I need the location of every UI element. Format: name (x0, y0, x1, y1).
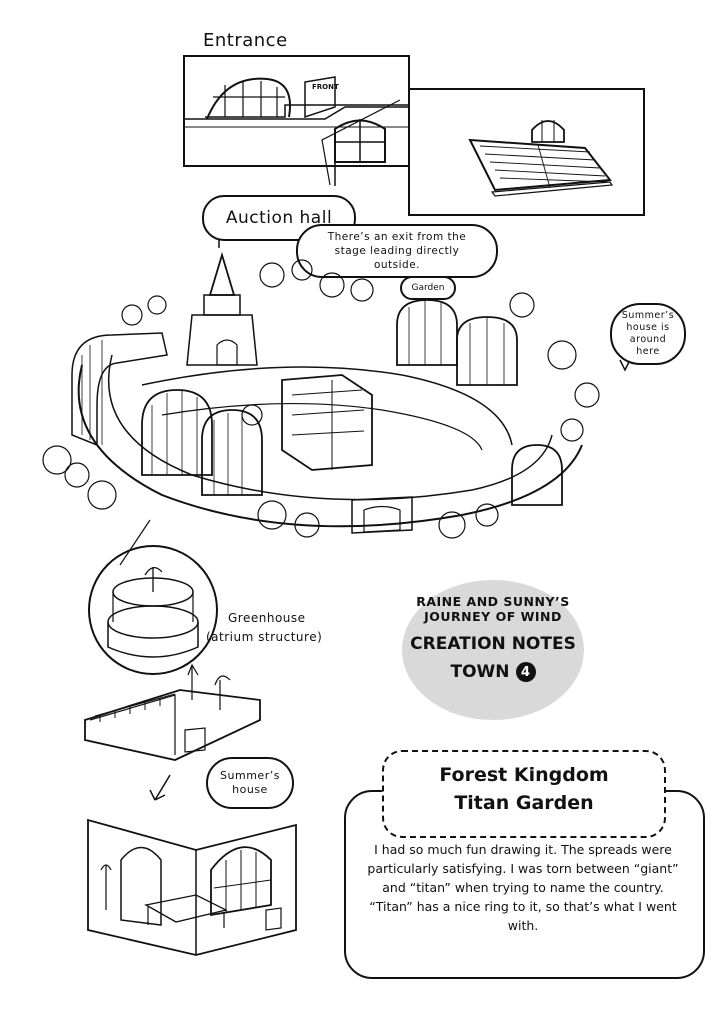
stage-sketch (468, 120, 614, 197)
greenhouse-sub-label: (atrium structure) (206, 630, 323, 644)
summers-house-note-bubble: Summer’s house is around here (610, 303, 686, 365)
exit-note-text: There’s an exit from the stage leading d… (327, 231, 467, 271)
town-heading: TOWN 4 (402, 662, 584, 682)
garden-label: Garden (411, 283, 445, 293)
notes-title-line1: Forest Kingdom (439, 764, 609, 786)
front-sign: FRONT (312, 83, 339, 91)
notes-title-plate: Forest Kingdom Titan Garden (382, 750, 666, 838)
summers-house-note-text: Summer’s house is around here (621, 310, 675, 357)
stage-panel (408, 88, 645, 216)
series-title-badge (402, 580, 584, 720)
entrance-label: Entrance (203, 30, 288, 51)
series-title: RAINE AND SUNNY’S JOURNEY OF WIND CREATI… (402, 594, 584, 682)
series-title-line1: RAINE AND SUNNY’S (416, 594, 570, 609)
notes-title-line2: Titan Garden (454, 792, 594, 814)
summers-house-bubble: Summer’s house (206, 757, 294, 809)
titan-garden-illustration (42, 251, 600, 539)
series-title-line2: JOURNEY OF WIND (424, 609, 562, 624)
garden-bubble: Garden (400, 276, 456, 300)
creation-notes-heading: CREATION NOTES (410, 634, 576, 654)
town-number-badge: 4 (515, 662, 536, 682)
exit-note-bubble: There’s an exit from the stage leading d… (296, 224, 498, 278)
summers-house-interior-sketch (87, 818, 297, 956)
auction-hall-label: Auction hall (225, 208, 333, 228)
summers-house-top-sketch (84, 663, 261, 761)
summers-house-label: Summer’s house (220, 769, 280, 796)
greenhouse-circle (88, 545, 218, 675)
greenhouse-sketch (107, 567, 199, 658)
entrance-sketch (185, 76, 475, 163)
town-label: TOWN (450, 662, 510, 682)
greenhouse-label: Greenhouse (228, 611, 306, 625)
notes-body: I had so much fun drawing it. The spread… (367, 842, 679, 933)
